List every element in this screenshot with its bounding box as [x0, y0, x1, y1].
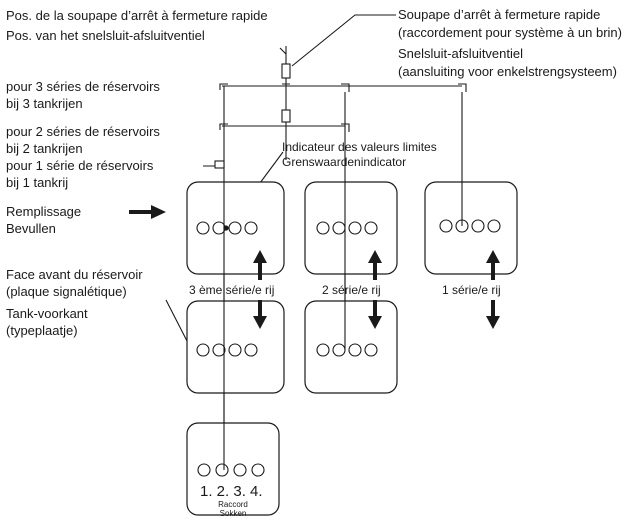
connection-numbers: 1. 2. 3. 4.: [200, 483, 263, 500]
row2-label: 2 série/e rij: [322, 283, 381, 297]
row1-label: 1 série/e rij: [442, 283, 501, 297]
connection-socket: [197, 463, 211, 477]
elbow-fitting: [219, 83, 228, 90]
connection-socket: [348, 343, 362, 357]
up-arrow-head-icon: [253, 250, 267, 263]
rows1-label-nl: bij 1 tankrij: [6, 175, 68, 190]
rows2-label-nl: bij 2 tankrijen: [6, 141, 83, 156]
limit-indicator-label-nl: Grenswaardenindicator: [282, 155, 406, 169]
connection-socket: [348, 221, 362, 235]
up-arrow-head-icon: [368, 250, 382, 263]
connection-socket: [471, 219, 485, 233]
tee-fitting: [282, 83, 290, 87]
connection-socket: [212, 343, 226, 357]
valve-label-nl: Snelsluit-afsluitventiel: [398, 46, 523, 61]
raccord-label: Raccord: [218, 500, 248, 509]
quick-shut-valve-2: [281, 109, 291, 123]
elbow-fitting: [458, 83, 467, 92]
connection-socket: [316, 221, 330, 235]
connection-socket: [196, 221, 210, 235]
connection-socket: [244, 221, 258, 235]
tank-front-label-fr: Face avant du réservoir: [6, 267, 143, 282]
tank: [424, 181, 518, 275]
tank-front-sublabel-nl: (typeplaatje): [6, 323, 78, 338]
elbow-fitting: [341, 83, 350, 92]
fill-label-nl: Bevullen: [6, 221, 56, 236]
tank-row1: [424, 181, 518, 275]
rows3-label-fr: pour 3 séries de réservoirs: [6, 79, 160, 94]
connection-socket: [332, 343, 346, 357]
flow-arrows: [129, 205, 500, 329]
tank-row3-middle: [186, 300, 285, 394]
connection-socket: [364, 343, 378, 357]
down-arrow-head-icon: [486, 316, 500, 329]
valve-position-label-fr: Pos. de la soupape d’arrêt à fermeture r…: [6, 8, 268, 23]
tank-row2-bottom: [304, 300, 398, 394]
tank: [186, 422, 280, 516]
connection-socket: [316, 343, 330, 357]
rows2-label-fr: pour 2 séries de réservoirs: [6, 124, 160, 139]
valve-leader-line: [291, 14, 396, 67]
connection-socket: [228, 221, 242, 235]
down-arrow-head-icon: [253, 316, 267, 329]
limit-indicator-dot: [223, 225, 229, 231]
fill-arrow-head-icon: [151, 205, 166, 219]
valve-handle: [279, 47, 287, 55]
rows1-label-fr: pour 1 série de réservoirs: [6, 158, 154, 173]
connection-socket: [196, 343, 210, 357]
connection-socket: [439, 219, 453, 233]
up-arrow-head-icon: [486, 250, 500, 263]
elbow-fitting: [341, 123, 350, 132]
text-labels: Pos. de la soupape d’arrêt à fermeture r…: [6, 7, 622, 518]
limit-indicator-label-fr: Indicateur des valeurs limites: [282, 140, 437, 154]
sokken-label: Sokken: [220, 509, 247, 518]
row1-valve: [214, 160, 225, 169]
tank-row3-bottom: [186, 422, 280, 516]
pipe-overlay: [223, 182, 463, 470]
connection-socket: [251, 463, 265, 477]
row3-label: 3 ème série/e rij: [189, 283, 274, 297]
connection-socket: [212, 221, 226, 235]
connection-socket: [215, 463, 229, 477]
quick-shut-valve: [281, 63, 291, 79]
connection-socket: [228, 343, 242, 357]
connection-socket: [233, 463, 247, 477]
rows3-label-nl: bij 3 tankrijen: [6, 96, 83, 111]
valve-sublabel-fr: (raccordement pour système à un brin): [398, 25, 622, 40]
tank-front-label-nl: Tank-voorkant: [6, 306, 88, 321]
connection-socket: [244, 343, 258, 357]
valve-position-label-nl: Pos. van het snelsluit-afsluitventiel: [6, 28, 205, 43]
valve-label-fr: Soupape d’arrêt à fermeture rapide: [398, 7, 600, 22]
down-arrow-head-icon: [368, 316, 382, 329]
connection-socket: [487, 219, 501, 233]
connection-socket: [364, 221, 378, 235]
tank-front-leader: [165, 299, 188, 342]
elbow-fitting: [219, 123, 228, 130]
valve-sublabel-nl: (aansluiting voor enkelstrengsysteem): [398, 64, 617, 79]
tank-front-sublabel-fr: (plaque signalétique): [6, 284, 127, 299]
tank-row3-top: [186, 181, 285, 275]
tank-row2-top: [304, 181, 398, 275]
fill-label-fr: Remplissage: [6, 204, 81, 219]
connection-socket: [332, 221, 346, 235]
